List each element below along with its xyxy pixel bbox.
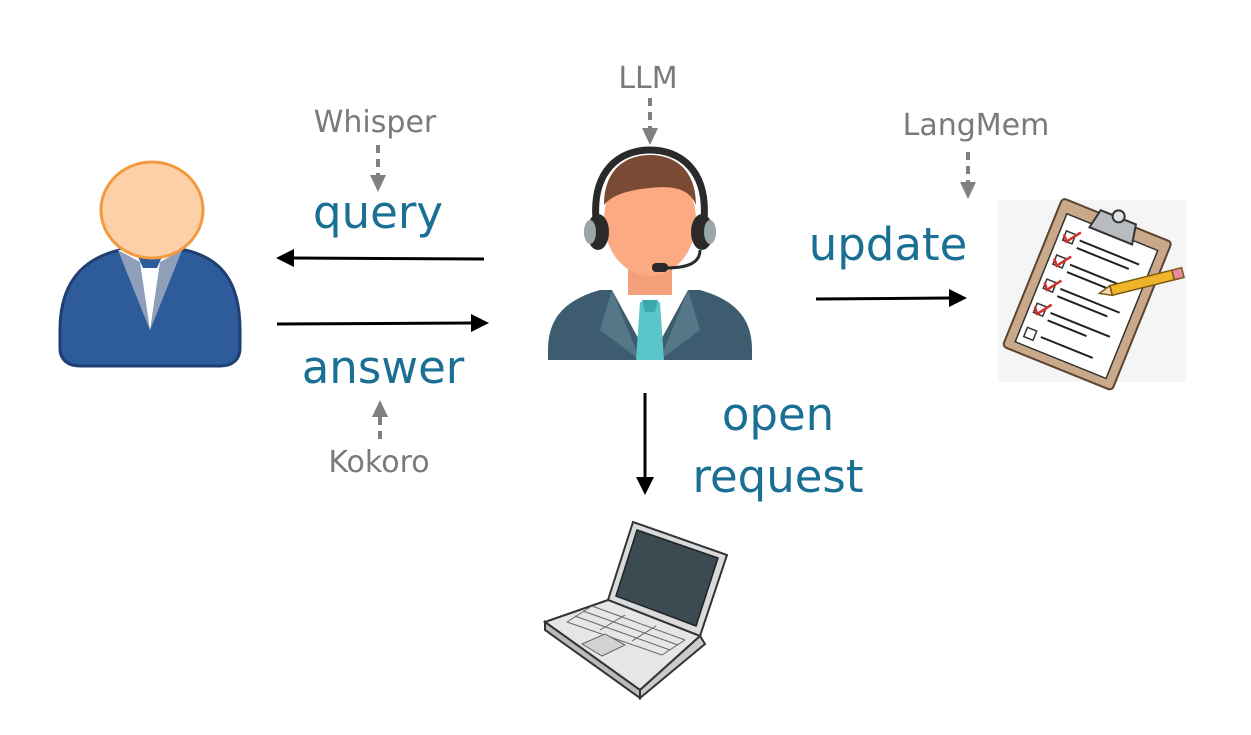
answer-label: answer xyxy=(301,341,465,394)
llm-label: LLM xyxy=(618,61,678,96)
llm-connector xyxy=(642,98,658,145)
kokoro-connector xyxy=(372,400,388,440)
update-label: update xyxy=(808,218,968,271)
langmem-connector xyxy=(960,152,976,199)
answer-arrow xyxy=(276,314,489,332)
whisper-connector xyxy=(370,145,386,192)
whisper-label: Whisper xyxy=(313,105,437,140)
open-request-arrow xyxy=(636,393,654,495)
open-request-label: open request xyxy=(692,384,863,508)
query-label: query xyxy=(313,186,443,239)
query-arrow xyxy=(276,249,485,267)
request-label-line: request xyxy=(692,450,864,503)
open-label-line: open xyxy=(721,388,835,441)
update-arrow xyxy=(815,289,967,307)
langmem-label: LangMem xyxy=(902,108,1050,143)
kokoro-label: Kokoro xyxy=(328,445,430,480)
